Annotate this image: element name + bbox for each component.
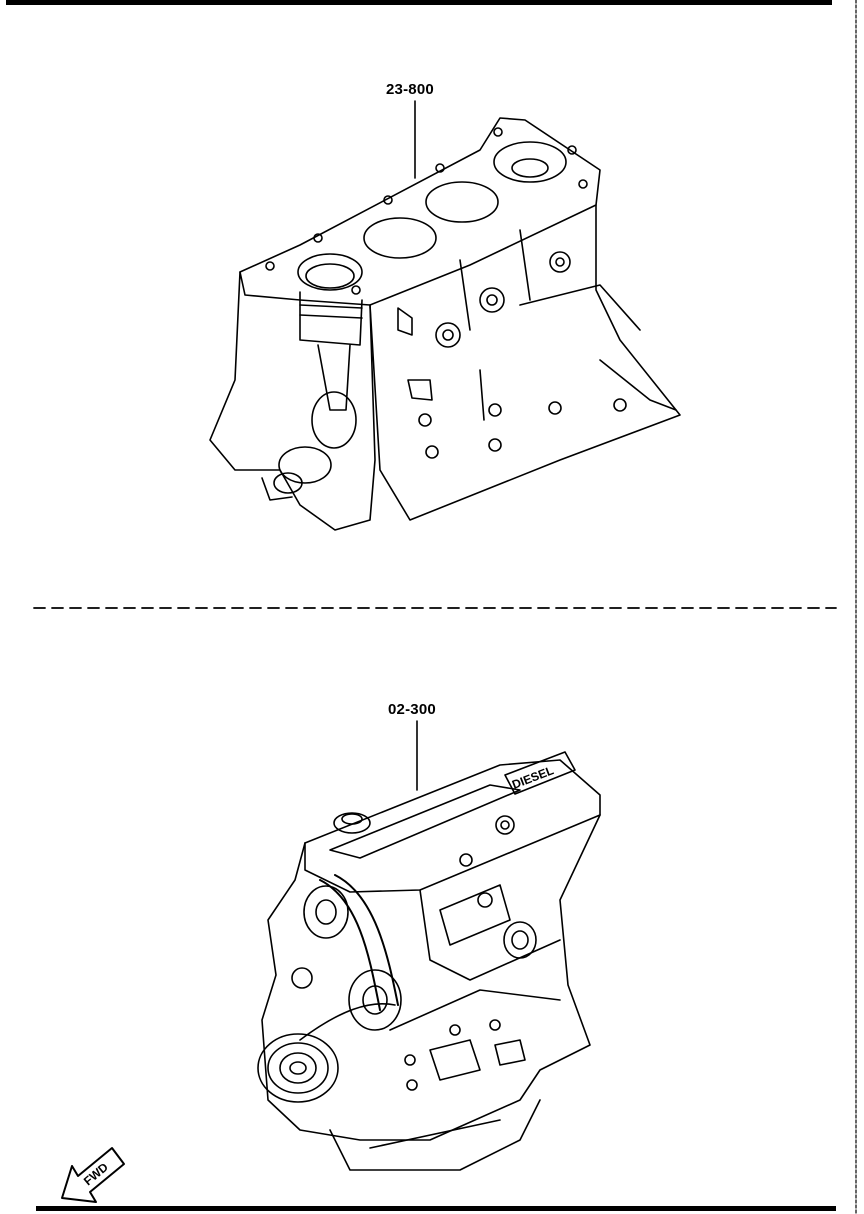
page-frame <box>6 0 857 1214</box>
engine-assembly-illustration: DIESEL <box>257 751 601 1171</box>
part-number-label-short-block: 23-800 <box>386 81 434 98</box>
short-block-illustration <box>209 117 681 531</box>
forward-direction-label: FWD <box>81 1160 111 1189</box>
diesel-badge: DIESEL <box>504 751 576 795</box>
part-number-label-engine-assembly: 02-300 <box>388 701 436 718</box>
forward-direction-arrow: FWD <box>61 1147 125 1203</box>
